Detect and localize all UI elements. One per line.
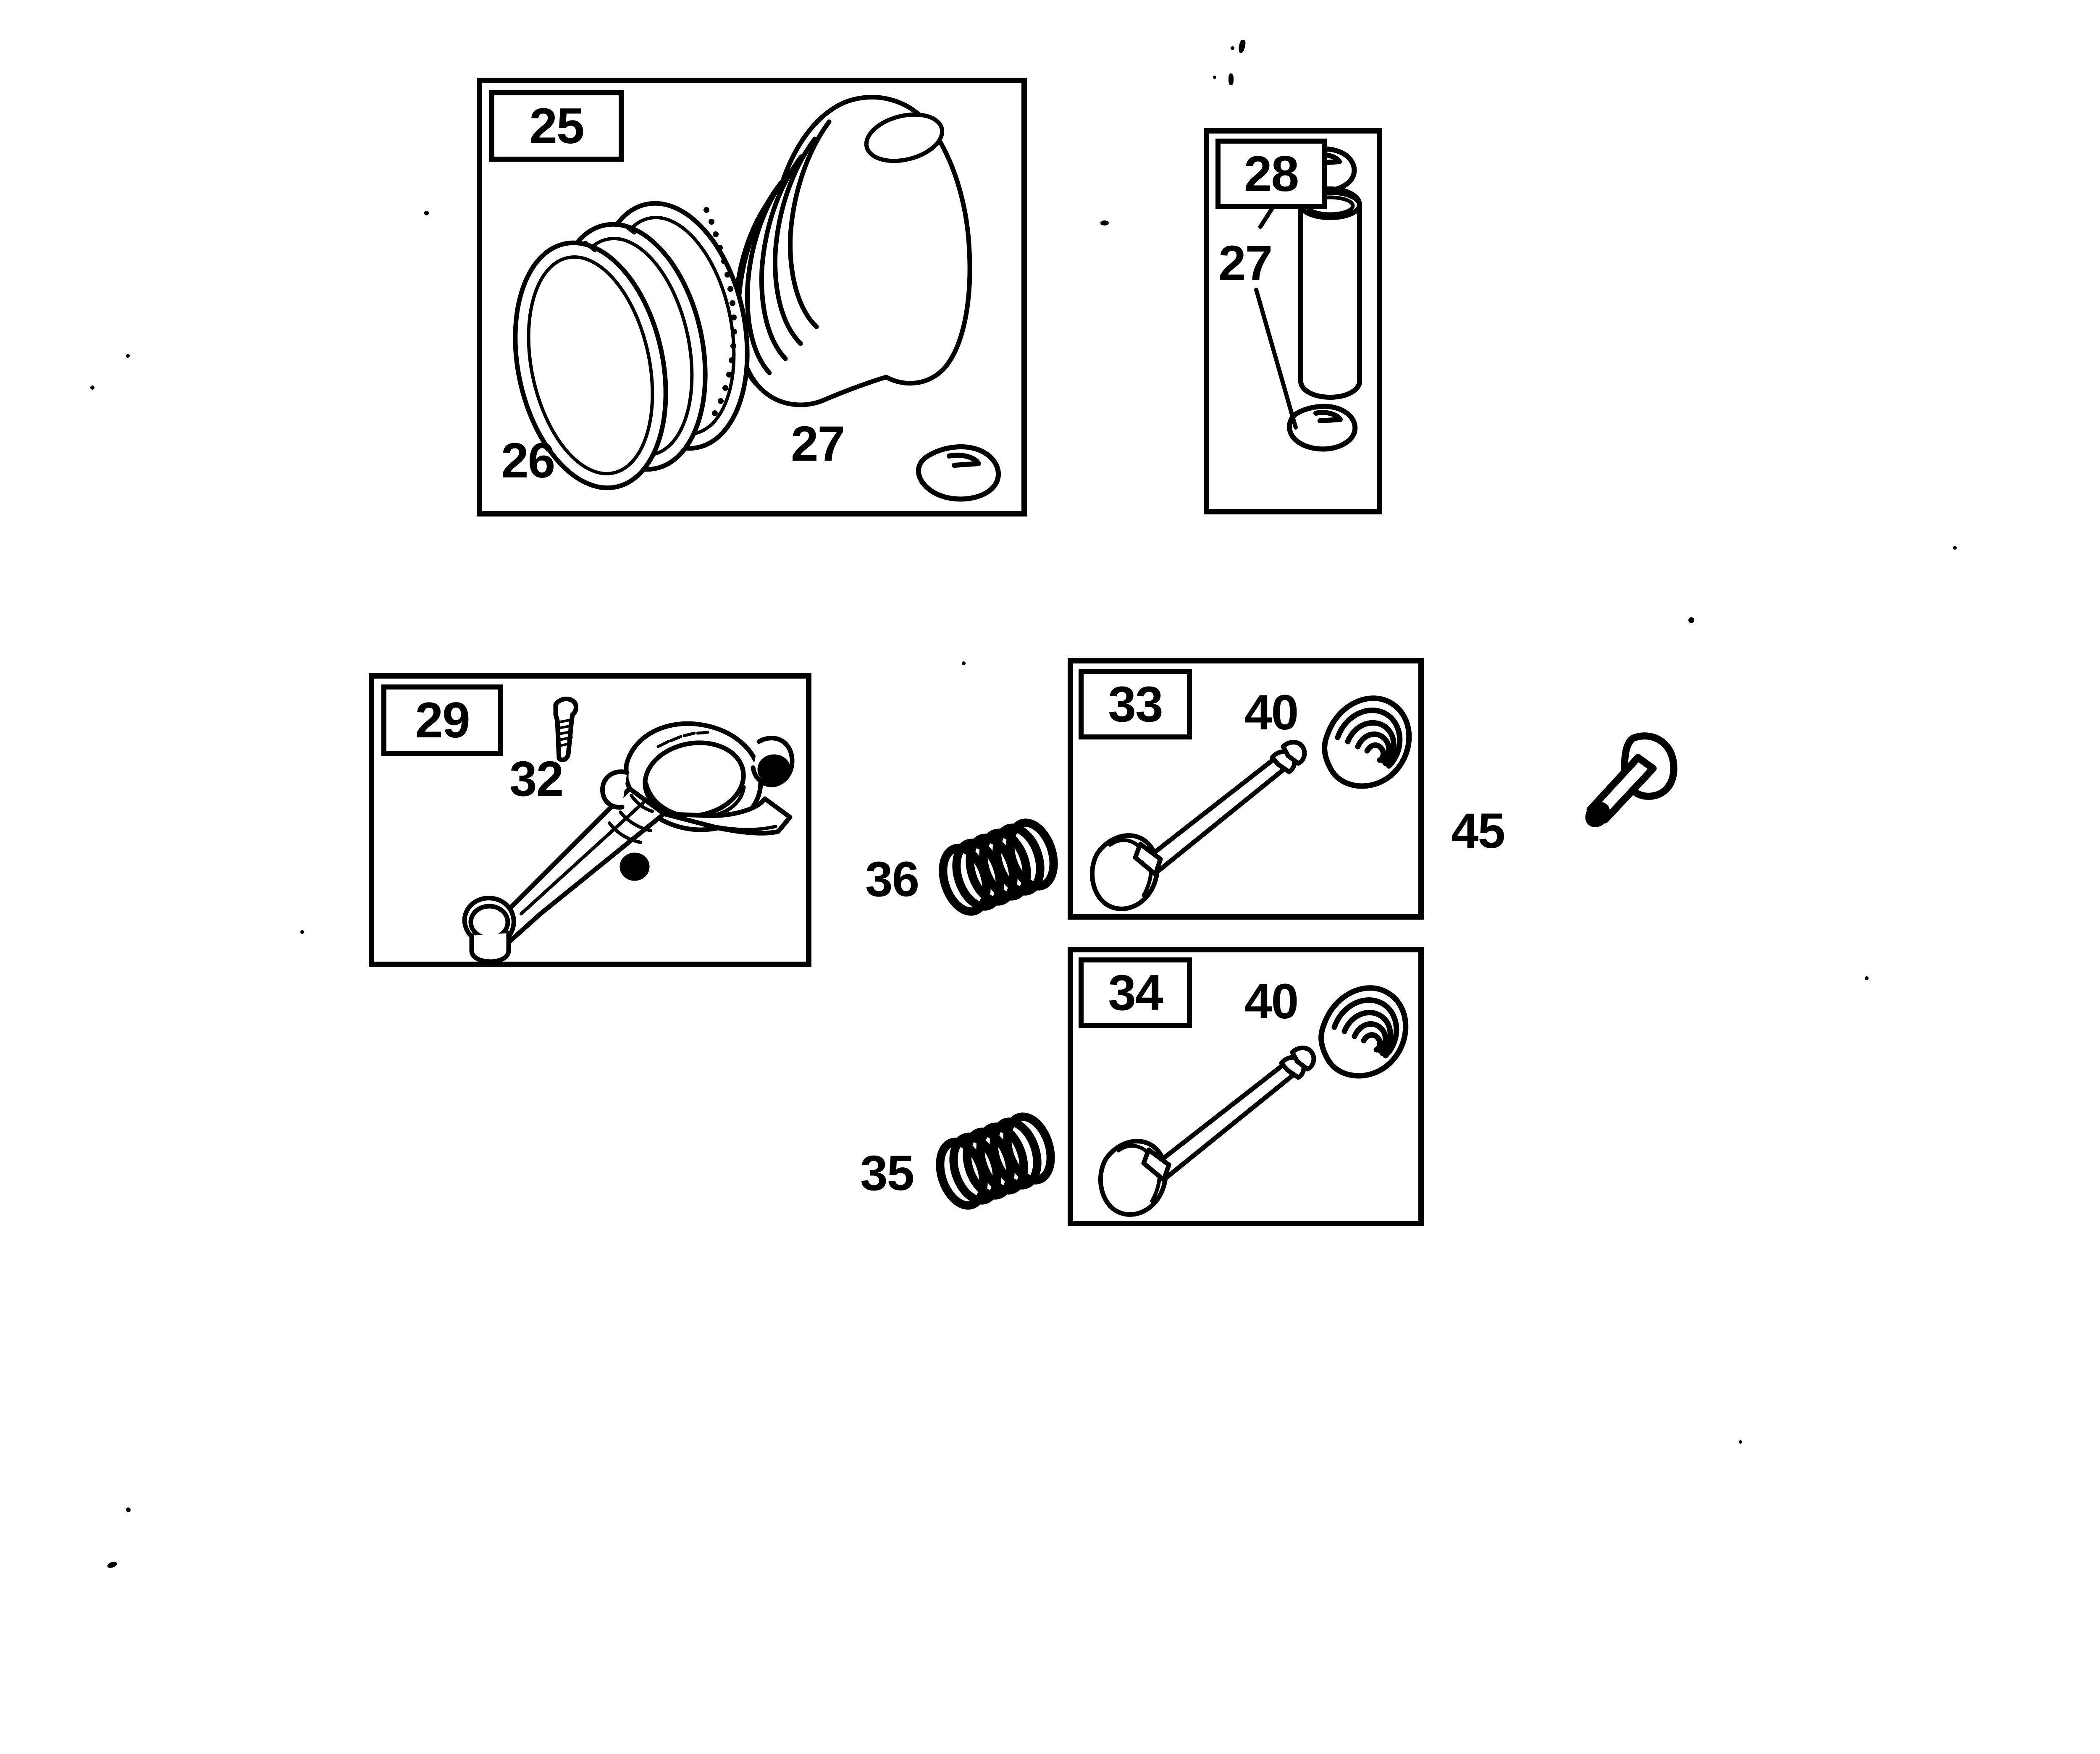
scan-speck [424, 211, 429, 215]
intake-valve-artwork [1089, 695, 1412, 911]
scan-speck [1688, 617, 1694, 623]
connecting-rod-artwork [462, 696, 795, 964]
callout-spring-36: 36 [865, 852, 919, 907]
callout-piston-rings: 26 [501, 433, 555, 488]
part-tag-29: 29 [381, 684, 503, 756]
scan-speck [1213, 76, 1216, 79]
callout-exhaust-retainer: 40 [1244, 974, 1299, 1029]
callout-spring-35: 35 [860, 1146, 914, 1201]
scan-speck [300, 930, 304, 934]
valve-tappet-artwork [1585, 732, 1677, 828]
scan-speck [1100, 220, 1109, 225]
callout-retaining-ring: 27 [791, 416, 845, 472]
callout-intake-retainer: 40 [1244, 685, 1299, 740]
scan-speck [1237, 39, 1247, 54]
part-box-piston-pin: 27 [1204, 128, 1382, 514]
callout-tappet-45: 45 [1451, 803, 1505, 859]
part-box-piston: 26 27 [477, 78, 1027, 516]
part-tag-33: 33 [1079, 669, 1192, 739]
callout-cap-screw: 32 [509, 751, 564, 807]
part-tag-25: 25 [489, 90, 624, 162]
valve-spring-artwork [939, 818, 1058, 916]
exhaust-valve-artwork [1098, 985, 1409, 1217]
scan-speck [1865, 976, 1869, 980]
scan-speck [90, 385, 94, 390]
scan-speck [962, 661, 966, 665]
scan-speck [1953, 546, 1957, 550]
loose-part-tappet-45 [1512, 714, 1688, 848]
scan-speck [1231, 46, 1234, 50]
valve-spring-artwork [936, 1112, 1055, 1210]
scan-speck [106, 1560, 118, 1569]
loose-part-spring-35 [932, 1100, 1058, 1222]
part-tag-34: 34 [1079, 957, 1192, 1028]
scan-speck [1228, 73, 1234, 85]
scan-speck [1739, 1440, 1742, 1444]
scan-speck [126, 354, 130, 358]
loose-part-spring-36 [934, 806, 1060, 928]
part-tag-28: 28 [1215, 139, 1327, 209]
callout-pin-retaining-rings: 27 [1218, 236, 1273, 291]
piston-artwork [513, 94, 1001, 502]
scan-speck [126, 1508, 131, 1512]
